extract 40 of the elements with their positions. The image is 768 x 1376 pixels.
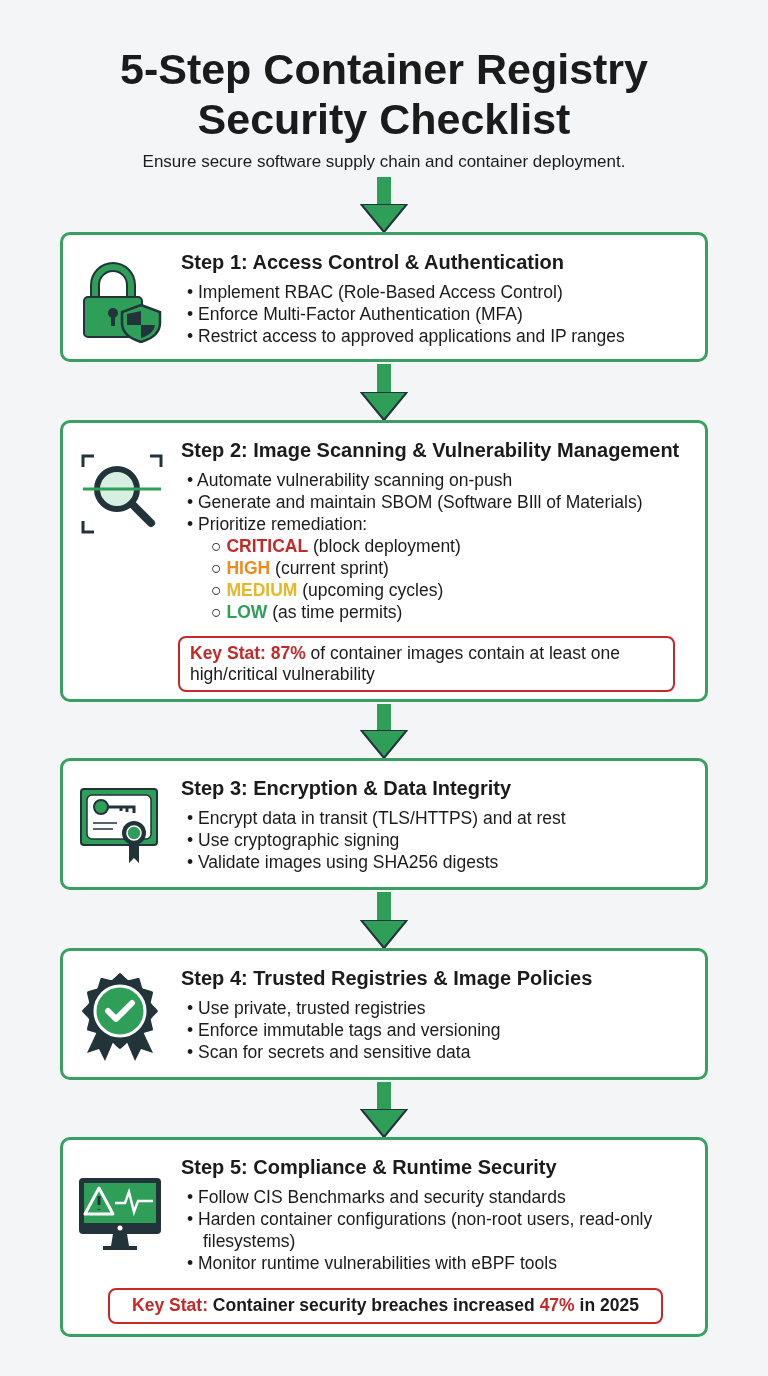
arrow	[360, 704, 408, 759]
bullet-item: • Restrict access to approved applications and IP ranges	[187, 325, 625, 347]
bullet-item: • Prioritize remediation:	[187, 513, 368, 535]
step-heading: Step 5: Compliance & Runtime Security	[181, 1155, 557, 1180]
title: 5-Step Container Registry Security Checklist	[118, 44, 650, 144]
key-stat-box	[178, 636, 675, 692]
priority-item: ○ HIGH (current sprint)	[211, 557, 389, 579]
subtitle: Ensure secure software supply chain and container deployment.	[20, 151, 748, 175]
key-stat-text: Key Stat: 87% of container images contain at least one high/critical vulnerability	[190, 643, 621, 685]
bullet-item: • Follow CIS Benchmarks and security standards	[187, 1186, 566, 1208]
step-heading: Step 1: Access Control & Authentication	[181, 250, 564, 275]
bullet-item: • Validate images using SHA256 digests	[187, 851, 499, 873]
step-heading: Step 3: Encryption & Data Integrity	[181, 776, 512, 801]
bullet-item: • Generate and maintain SBOM (Software BIll of Materials)	[187, 491, 643, 513]
bullet-item: • Enforce immutable tags and versioning	[187, 1019, 501, 1041]
key-stat-box	[108, 1288, 663, 1324]
step-card	[60, 420, 708, 702]
arrow	[360, 177, 408, 233]
arrow	[360, 892, 408, 949]
bullet-item: • Automate vulnerability scanning on-push	[187, 469, 513, 491]
bullet-item: • Use private, trusted registries	[187, 997, 426, 1019]
priority-item: ○ LOW (as time permits)	[211, 601, 403, 623]
step-card	[60, 758, 708, 890]
bullet-item: • Use cryptographic signing	[187, 829, 400, 851]
step-card	[60, 232, 708, 362]
step-heading: Step 4: Trusted Registries & Image Policies	[181, 966, 593, 991]
bullet-item: • Encrypt data in transit (TLS/HTTPS) and at rest	[187, 807, 566, 829]
bullet-item: • Harden container configurations (non-root users, read-only filesystems)	[187, 1208, 653, 1252]
bullet-item: • Enforce Multi-Factor Authentication (MFA)	[187, 303, 523, 325]
priority-item: ○ MEDIUM (upcoming cycles)	[211, 579, 444, 601]
bullet-item: • Monitor runtime vulnerabilities with eBPF tools	[187, 1252, 557, 1274]
step-heading: Step 2: Image Scanning & Vulnerability Management	[181, 438, 680, 463]
key-stat-text: Key Stat: Container security breaches increased 47% in 2025	[131, 1295, 640, 1316]
bullet-item: • Scan for secrets and sensitive data	[187, 1041, 471, 1063]
step-card	[60, 1137, 708, 1337]
step-card	[60, 948, 708, 1080]
priority-item: ○ CRITICAL (block deployment)	[211, 535, 461, 557]
bullet-item: • Implement RBAC (Role-Based Access Control)	[187, 281, 563, 303]
arrow	[360, 1082, 408, 1138]
arrow	[360, 364, 408, 421]
